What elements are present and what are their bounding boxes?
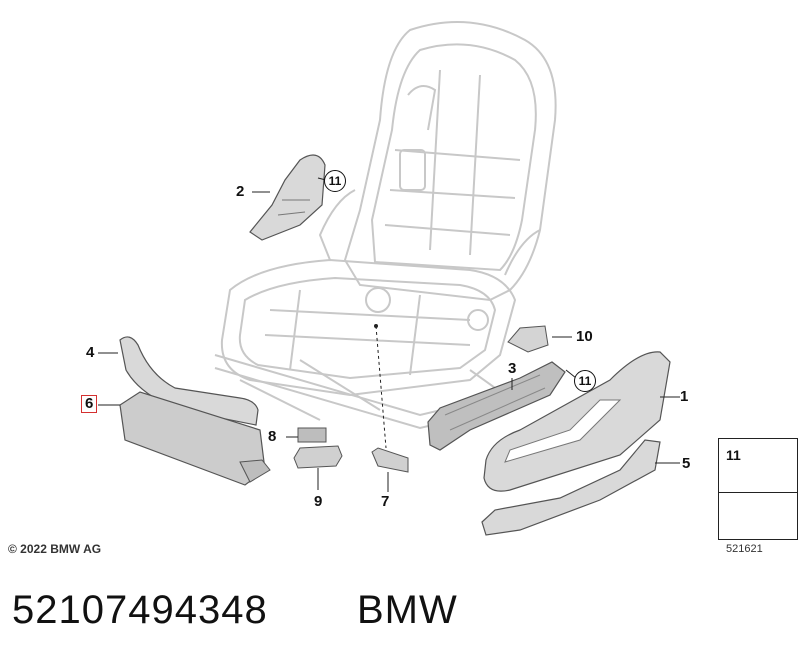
brand-name: BMW bbox=[357, 588, 458, 632]
seat-frame bbox=[214, 21, 557, 430]
callout-7: 7 bbox=[381, 493, 390, 510]
callout-2: 2 bbox=[236, 183, 245, 200]
callout-3: 3 bbox=[508, 360, 517, 377]
part-3-shape bbox=[427, 361, 566, 451]
callout-8: 8 bbox=[268, 428, 277, 445]
legend-item-number: 11 bbox=[726, 447, 741, 463]
part-9-shape bbox=[293, 445, 343, 469]
part-1-shape bbox=[483, 351, 671, 492]
callout-1: 1 bbox=[680, 388, 689, 405]
callout-4: 4 bbox=[86, 344, 95, 361]
callout-11-circled-upper: 11 bbox=[324, 170, 346, 192]
part-2-shape bbox=[249, 154, 326, 241]
callout-9: 9 bbox=[314, 493, 323, 510]
part-number: 52107494348 bbox=[12, 588, 268, 632]
part-10-shape bbox=[507, 325, 549, 353]
callout-10: 10 bbox=[576, 328, 593, 345]
part-5-shape bbox=[481, 439, 661, 536]
part-8-shape bbox=[297, 427, 327, 443]
copyright-text: © 2022 BMW AG bbox=[8, 542, 102, 556]
callout-11-circled-lower: 11 bbox=[574, 370, 596, 392]
callout-6: 6 bbox=[81, 395, 98, 413]
callout-5: 5 bbox=[682, 455, 691, 472]
legend-box: 11 bbox=[718, 438, 798, 540]
legend-divider bbox=[719, 492, 797, 493]
diagram-id: 521621 bbox=[726, 543, 763, 555]
part-7-shape bbox=[371, 447, 409, 473]
